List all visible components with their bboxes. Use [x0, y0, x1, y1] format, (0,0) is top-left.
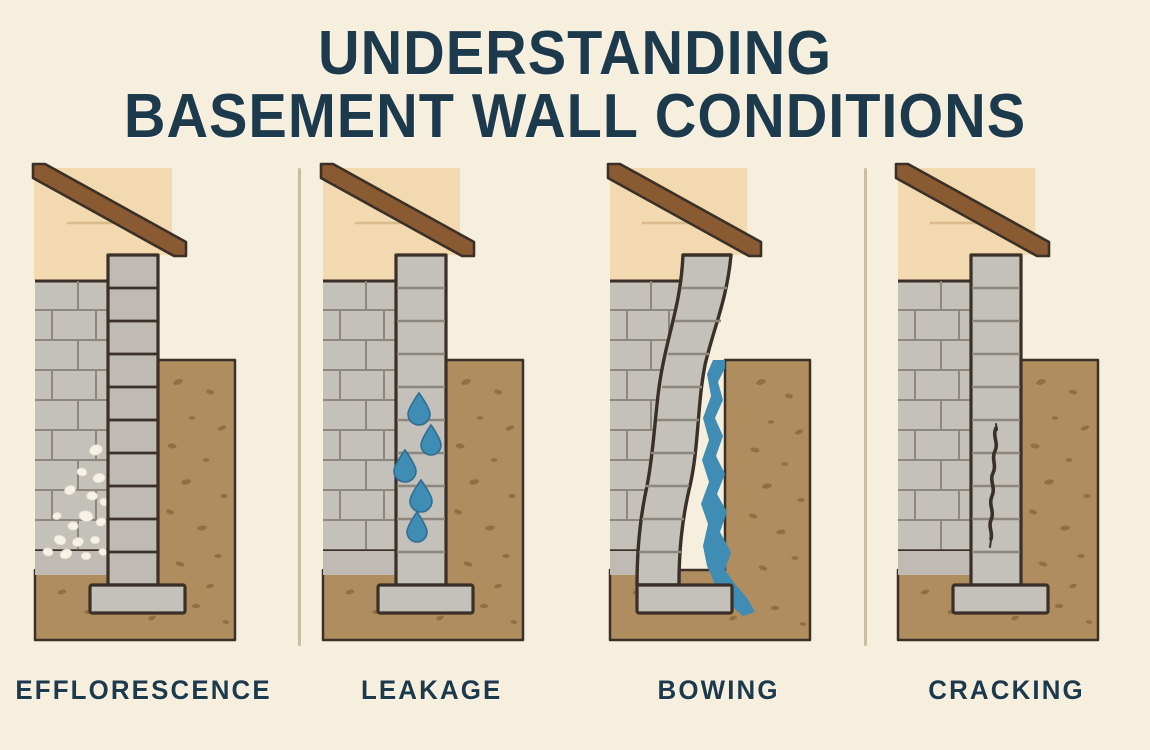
illustration-leakage — [319, 162, 524, 642]
panel-cracking[interactable] — [863, 160, 1150, 680]
interior-block-wall — [322, 279, 400, 575]
droplet-5 — [405, 510, 428, 543]
footing — [635, 583, 734, 615]
panel-bowing[interactable] — [575, 160, 863, 680]
wall-crack — [987, 426, 998, 541]
illustration-cracking — [894, 162, 1099, 642]
illustration-efflorescence — [31, 162, 237, 642]
interior-block-wall — [35, 279, 112, 575]
label-cell-efflorescence: EFFLORESCENCE — [0, 660, 288, 720]
droplet-2 — [419, 423, 442, 456]
label-row: EFFLORESCENCE LEAKAGE BOWING CRACKING — [0, 660, 1150, 720]
panel-efflorescence[interactable] — [0, 160, 301, 680]
page-title: UNDERSTANDING BASEMENT WALL CONDITIONS — [0, 19, 1150, 152]
label-cell-cracking: CRACKING — [863, 660, 1150, 720]
label-leakage: LEAKAGE — [360, 674, 503, 705]
roof — [319, 162, 475, 258]
panel-divider-1 — [298, 168, 301, 646]
wall-crack-hairline — [988, 423, 998, 548]
panel-divider-2 — [863, 168, 867, 646]
course-joints-section — [639, 286, 727, 554]
footing — [88, 583, 187, 615]
foundation-wall-section — [106, 253, 160, 587]
foundation-wall-section — [968, 253, 1023, 587]
house-section-leakage — [319, 162, 524, 642]
droplet-3 — [392, 448, 417, 483]
label-cell-bowing: BOWING — [575, 660, 863, 720]
roof — [606, 162, 763, 258]
roof — [31, 162, 188, 258]
label-bowing: BOWING — [657, 674, 780, 705]
water-droplets — [392, 391, 442, 543]
droplet-1 — [406, 391, 431, 426]
course-joints-section — [108, 286, 158, 554]
footing — [950, 583, 1050, 615]
house-section-bowing — [606, 162, 812, 642]
roof — [894, 162, 1050, 258]
mortar-joints-face — [897, 281, 973, 551]
illustration-bowing — [606, 162, 812, 642]
hydrostatic-water — [701, 360, 755, 616]
title-line-1: UNDERSTANDING — [318, 19, 832, 88]
soil-speckles — [920, 379, 1092, 624]
house-section-efflorescence — [31, 162, 237, 642]
house-section-cracking — [894, 162, 1099, 642]
panel-leakage[interactable] — [288, 160, 867, 680]
droplet-4 — [408, 478, 433, 513]
footing — [375, 583, 475, 615]
label-cell-leakage: LEAKAGE — [288, 660, 576, 720]
title-line-2: BASEMENT WALL CONDITIONS — [123, 82, 1027, 152]
interior-block-wall — [897, 279, 975, 575]
soil-speckles — [345, 379, 517, 624]
panel-row — [0, 160, 1150, 680]
label-efflorescence: EFFLORESCENCE — [15, 674, 272, 705]
label-cracking: CRACKING — [927, 674, 1085, 705]
